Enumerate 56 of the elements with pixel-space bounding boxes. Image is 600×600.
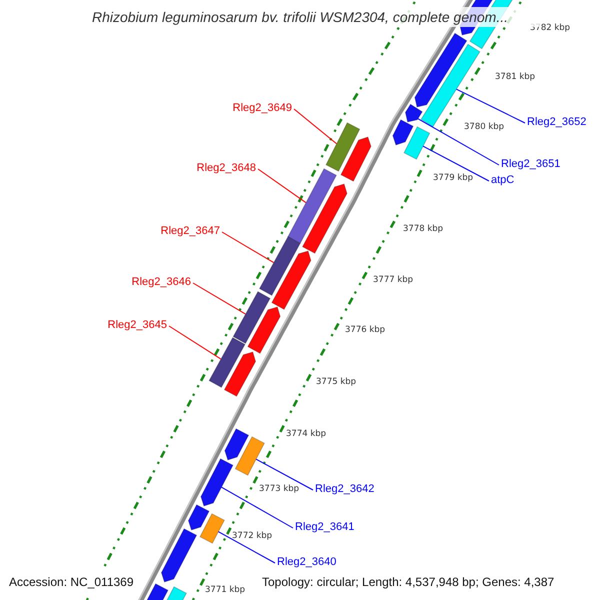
- accession-text: Accession: NC_011369: [9, 574, 134, 590]
- leader-line: [258, 168, 306, 204]
- gene-label: Rleg2_3651: [501, 158, 560, 170]
- gene-feature-pointed: [247, 306, 281, 354]
- gene-feature-pointed: [224, 352, 256, 397]
- gene-label: atpC: [491, 174, 514, 186]
- gene-feature-pointed: [302, 184, 348, 254]
- leader-line: [222, 232, 274, 264]
- gene-label: Rleg2_3648: [196, 162, 256, 174]
- scale-tick-label: 3779 kbp: [433, 173, 474, 183]
- leader-line: [256, 458, 314, 490]
- gene-feature-pointed: [414, 32, 468, 108]
- gene-label: Rleg2_3652: [527, 116, 586, 128]
- gene-label: Rleg2_3646: [132, 276, 191, 288]
- scale-tick-label: 3781 kbp: [495, 72, 536, 82]
- gene-feature-block: [403, 126, 430, 160]
- gene-feature-pointed: [200, 458, 234, 506]
- gene-feature-block: [258, 236, 301, 296]
- gene-feature-block: [287, 168, 337, 244]
- gene-label: Rleg2_3645: [108, 318, 167, 332]
- gene-feature-block: [325, 122, 360, 172]
- leader-line: [218, 531, 276, 564]
- leader-line: [168, 326, 222, 360]
- scale-tick-label: 3782 kbp: [530, 23, 570, 33]
- gene-feature-pointed: [188, 504, 210, 530]
- scale-tick-label: 3780 kbp: [464, 122, 504, 132]
- scale-tick-label: 3771 kbp: [205, 585, 246, 595]
- scale-tick-label: 3772 kbp: [232, 531, 272, 541]
- gene-label: Rleg2_3640: [277, 556, 336, 568]
- gene-label: Rleg2_3642: [315, 482, 374, 496]
- scale-tick-label: 3776 kbp: [345, 325, 386, 335]
- scale-tick-label: 3773 kbp: [259, 484, 300, 494]
- leader-line: [417, 118, 500, 166]
- gene-label: Rleg2_3641: [295, 520, 354, 534]
- scale-tick-label: 3774 kbp: [286, 429, 326, 439]
- gene-feature-pointed: [404, 104, 423, 122]
- gene-feature-pointed: [224, 428, 250, 460]
- gene-feature-block: [199, 513, 225, 544]
- scale-tick-label: 3777 kbp: [373, 275, 414, 285]
- gene-feature-pointed: [340, 136, 372, 182]
- gene-feature-block: [208, 337, 246, 388]
- gene-feature-pointed: [392, 119, 414, 146]
- gene-label: Rleg2_3649: [232, 102, 292, 114]
- leader-line: [422, 146, 490, 182]
- leader-line: [294, 108, 338, 144]
- gene-feature-block: [234, 436, 265, 476]
- gene-label: Rleg2_3647: [160, 224, 220, 238]
- scale-tick-label: 3778 kbp: [403, 224, 444, 234]
- gene-feature-pointed: [271, 250, 312, 310]
- leader-line: [221, 486, 294, 528]
- leader-line: [192, 282, 246, 315]
- gene-feature-pointed: [160, 528, 198, 582]
- genome-summary-text: Topology: circular; Length: 4,537,948 bp; Genes: 4,387: [262, 574, 554, 590]
- gene-feature-block: [232, 291, 271, 344]
- scale-tick-label: 3775 kbp: [316, 377, 356, 387]
- leader-line: [456, 88, 526, 124]
